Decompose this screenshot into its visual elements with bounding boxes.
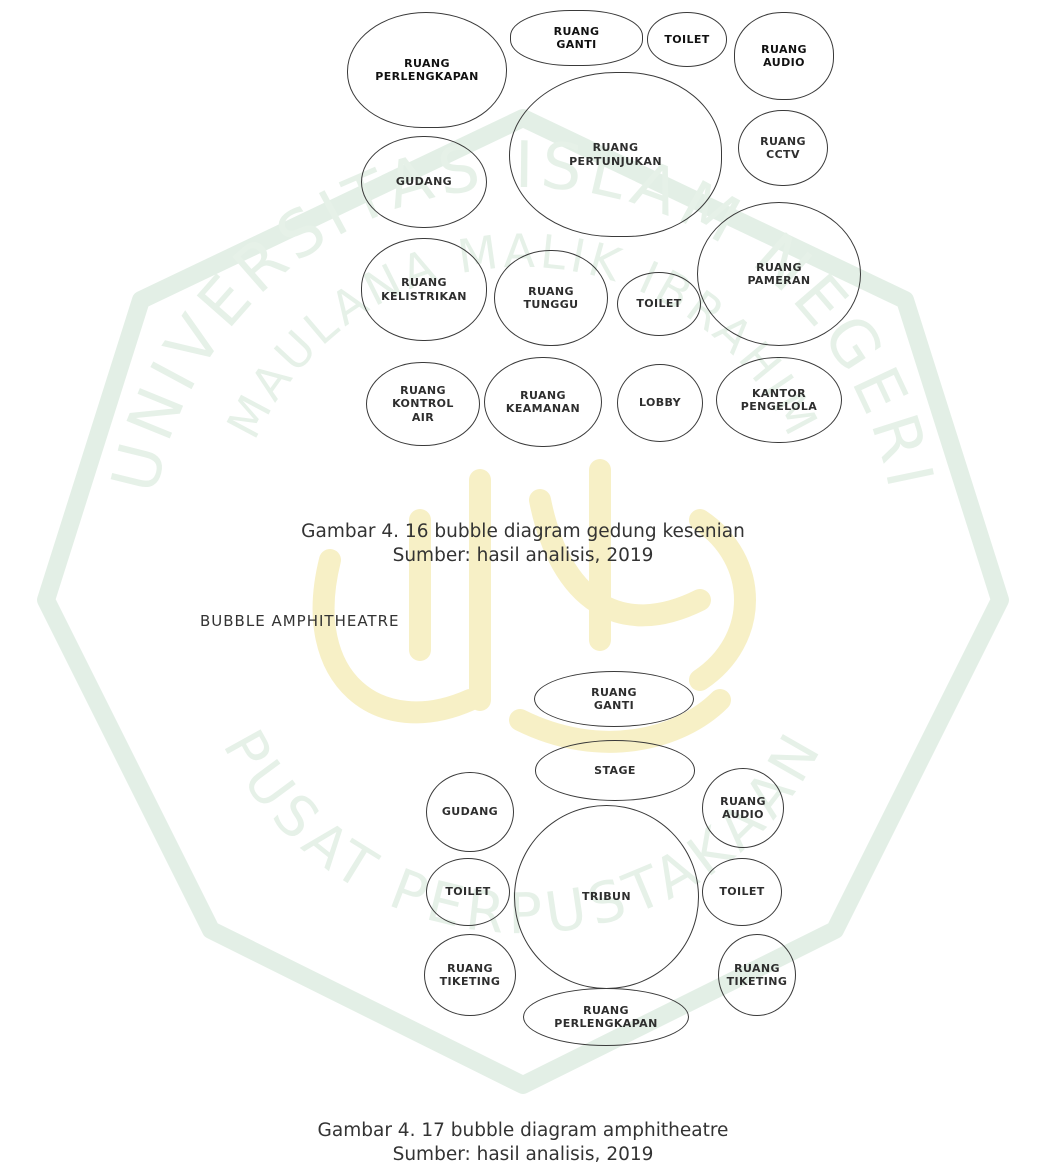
bubble-ruang-kontrol-air: RUANG KONTROL AIR <box>366 362 480 446</box>
bubble-ruang-keamanan: RUANG KEAMANAN <box>484 357 602 447</box>
bubble-ruang-audio: RUANG AUDIO <box>702 768 784 848</box>
bubble-ruang-pameran: RUANG PAMERAN <box>697 202 861 346</box>
seal-outline <box>37 109 1009 1094</box>
figure-caption-4-16: Gambar 4. 16 bubble diagram gedung kesen… <box>301 521 745 542</box>
bubble-toilet-left: TOILET <box>426 858 510 926</box>
bubble-toilet: TOILET <box>617 272 701 336</box>
bubble-stage: STAGE <box>535 740 695 801</box>
bubble-tribun: TRIBUN <box>514 805 699 989</box>
bubble-ruang-pertunjukan: RUANG PERTUNJUKAN <box>509 72 722 237</box>
bubble-lobby: LOBBY <box>617 364 703 442</box>
bubble-ruang-ganti: RUANG GANTI <box>534 671 694 727</box>
bubble-gudang: GUDANG <box>426 772 514 852</box>
bubble-ruang-tiketing-right: RUANG TIKETING <box>718 934 796 1016</box>
bubble-ruang-kelistrikan: RUANG KELISTRIKAN <box>361 238 487 341</box>
bubble-ruang-audio: RUANG AUDIO <box>734 12 834 100</box>
figure-caption-4-17: Gambar 4. 17 bubble diagram amphitheatre <box>317 1120 729 1141</box>
section-heading: BUBBLE AMPHITHEATRE <box>200 612 400 630</box>
figure-source-4-17: Sumber: hasil analisis, 2019 <box>392 1144 654 1165</box>
figure-source-4-16: Sumber: hasil analisis, 2019 <box>392 545 654 566</box>
bubble-ruang-tiketing-left: RUANG TIKETING <box>424 934 516 1016</box>
bubble-gudang: GUDANG <box>361 136 487 228</box>
bubble-kantor-pengelola: KANTOR PENGELOLA <box>716 357 842 443</box>
bubble-toilet: TOILET <box>647 12 727 67</box>
bubble-ruang-tunggu: RUANG TUNGGU <box>494 250 608 346</box>
bubble-ruang-perlengkapan: RUANG PERLENGKAPAN <box>523 988 689 1046</box>
bubble-ruang-ganti: RUANG GANTI <box>510 10 643 66</box>
bubble-ruang-perlengkapan: RUANG PERLENGKAPAN <box>347 12 507 128</box>
bubble-toilet-right: TOILET <box>702 858 782 926</box>
bubble-ruang-cctv: RUANG CCTV <box>738 110 828 186</box>
